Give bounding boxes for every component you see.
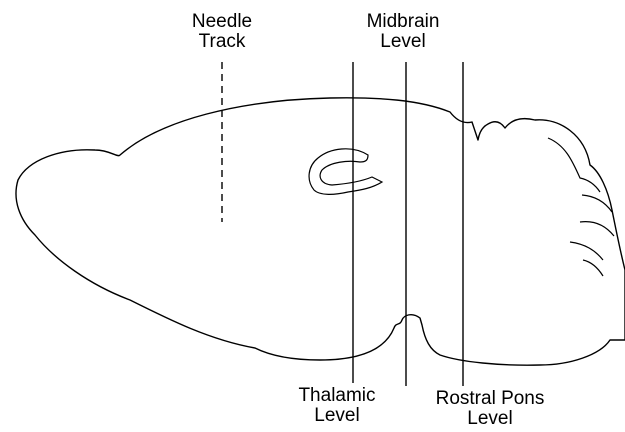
- thalamic-level-label-line1: Thalamic: [282, 386, 392, 406]
- thalamic-level-label: Thalamic Level: [282, 386, 392, 426]
- needle-track-label: Needle Track: [172, 12, 272, 52]
- midbrain-level-label: Midbrain Level: [348, 12, 458, 52]
- midbrain-level-label-line1: Midbrain: [348, 12, 458, 32]
- thalamic-level-label-line2: Level: [282, 406, 392, 426]
- brain-outline: [16, 98, 625, 365]
- hippocampus-outline: [309, 149, 382, 195]
- cerebellum-folia: [548, 138, 614, 276]
- needle-track-label-line2: Track: [172, 32, 272, 52]
- rostral-pons-level-label-line2: Level: [412, 409, 568, 429]
- needle-track-label-line1: Needle: [172, 12, 272, 32]
- midbrain-level-label-line2: Level: [348, 32, 458, 52]
- rostral-pons-level-label-line1: Rostral Pons: [412, 389, 568, 409]
- rostral-pons-level-label: Rostral Pons Level: [412, 389, 568, 429]
